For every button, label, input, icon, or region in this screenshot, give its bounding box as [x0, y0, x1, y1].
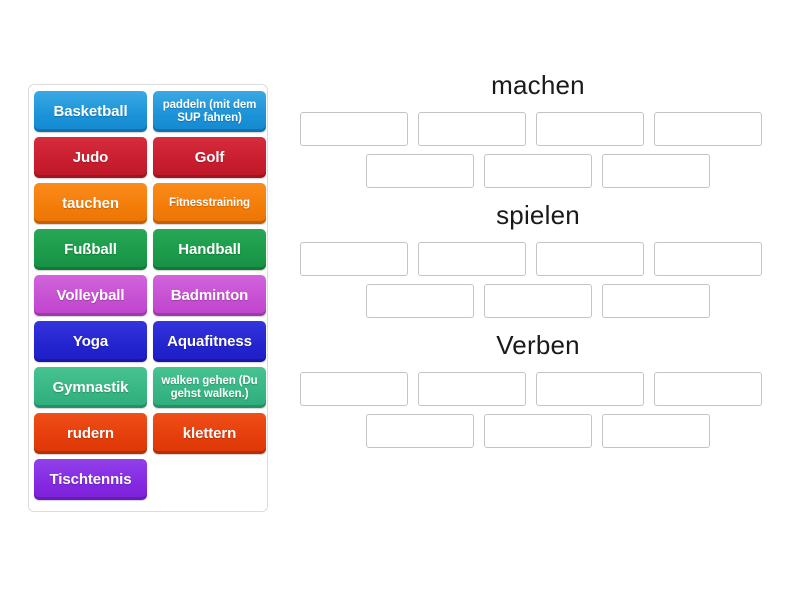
dropzone[interactable] [366, 154, 474, 188]
dropzone[interactable] [366, 284, 474, 318]
dropzone[interactable] [536, 372, 644, 406]
dropzone[interactable] [602, 154, 710, 188]
dropzone[interactable] [484, 414, 592, 448]
category-title: spielen [496, 200, 580, 230]
dropzone-row [300, 112, 776, 146]
draggable-tile[interactable]: Tischtennis [34, 459, 147, 500]
dropzone[interactable] [418, 372, 526, 406]
dropzone-row [300, 242, 776, 276]
dropzone-row [300, 372, 776, 406]
draggable-tile[interactable]: tauchen [34, 183, 147, 224]
draggable-tile[interactable]: walken gehen (Du gehst walken.) [153, 367, 266, 408]
dropzone[interactable] [418, 112, 526, 146]
dropzone[interactable] [366, 414, 474, 448]
draggable-tile[interactable]: Volleyball [34, 275, 147, 316]
draggable-tile[interactable]: Badminton [153, 275, 266, 316]
category-section: spielen [300, 202, 776, 318]
dropzone[interactable] [484, 284, 592, 318]
draggable-tile[interactable]: rudern [34, 413, 147, 454]
draggable-tile[interactable]: klettern [153, 413, 266, 454]
dropzone[interactable] [654, 242, 762, 276]
dropzone[interactable] [300, 372, 408, 406]
dropzone-row [300, 414, 776, 448]
category-title: Verben [496, 330, 580, 360]
dropzone[interactable] [602, 284, 710, 318]
draggable-tile[interactable]: Fitnesstraining [153, 183, 266, 224]
category-section: Verben [300, 332, 776, 448]
dropzone[interactable] [654, 372, 762, 406]
dropzone-row [300, 284, 776, 318]
draggable-tile[interactable]: Golf [153, 137, 266, 178]
dropzone[interactable] [602, 414, 710, 448]
draggable-tile[interactable]: Basketball [34, 91, 147, 132]
dropzone[interactable] [654, 112, 762, 146]
draggable-tile[interactable]: Judo [34, 137, 147, 178]
draggable-tile[interactable]: Yoga [34, 321, 147, 362]
tile-row: Tischtennis [34, 459, 262, 500]
category-title: machen [491, 70, 585, 100]
dropzone[interactable] [484, 154, 592, 188]
dropzone[interactable] [418, 242, 526, 276]
draggable-tile[interactable]: Fußball [34, 229, 147, 270]
dropzone[interactable] [536, 112, 644, 146]
draggable-tile[interactable]: Handball [153, 229, 266, 270]
draggable-tile[interactable]: Aquafitness [153, 321, 266, 362]
dropzone[interactable] [300, 112, 408, 146]
tile-placeholder [153, 459, 266, 500]
dropzone-row [300, 154, 776, 188]
draggable-tile[interactable]: Gymnastik [34, 367, 147, 408]
dropzone[interactable] [536, 242, 644, 276]
draggable-tile[interactable]: paddeln (mit dem SUP fahren) [153, 91, 266, 132]
category-section: machen [300, 72, 776, 188]
dropzone[interactable] [300, 242, 408, 276]
